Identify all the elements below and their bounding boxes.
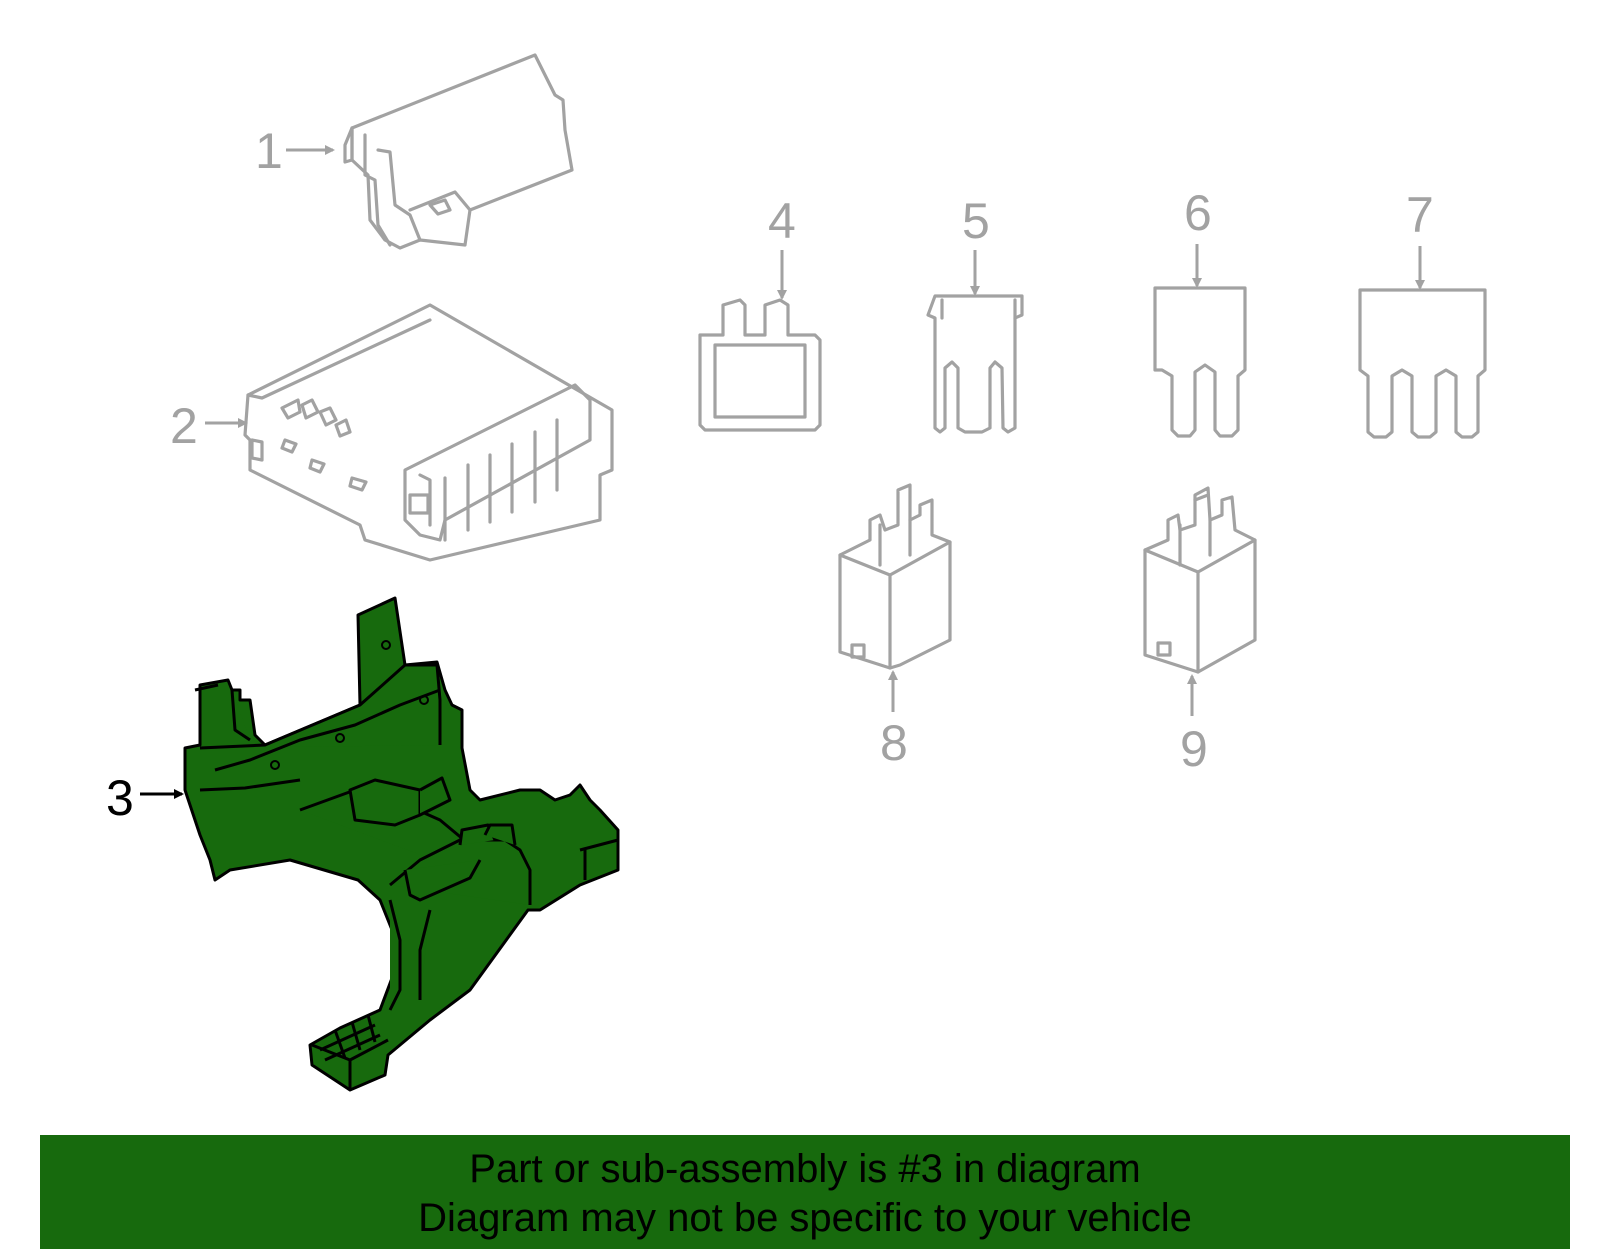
- callout-2[interactable]: 2: [170, 398, 198, 454]
- part-4-fuse[interactable]: [698, 298, 822, 432]
- callout-4[interactable]: 4: [768, 193, 796, 249]
- part-2-fuse-box[interactable]: [243, 303, 614, 562]
- callout-7[interactable]: 7: [1406, 187, 1434, 243]
- callout-5[interactable]: 5: [962, 193, 990, 249]
- callout-1[interactable]: 1: [255, 123, 283, 179]
- callout-6[interactable]: 6: [1184, 185, 1212, 241]
- part-5-fuse[interactable]: [926, 294, 1024, 434]
- info-banner: Part or sub-assembly is #3 in diagram Di…: [40, 1135, 1570, 1249]
- part-8-relay[interactable]: [838, 483, 952, 670]
- part-6-fuse[interactable]: [1153, 286, 1247, 438]
- callout-9[interactable]: 9: [1180, 721, 1208, 777]
- banner-background: [40, 1135, 1570, 1249]
- banner-line-1: Part or sub-assembly is #3 in diagram: [469, 1147, 1141, 1191]
- part-3-bracket[interactable]: [183, 596, 620, 1092]
- part-9-relay[interactable]: [1143, 486, 1257, 674]
- part-1-cover[interactable]: [343, 53, 574, 250]
- banner-line-2: Diagram may not be specific to your vehi…: [418, 1196, 1192, 1240]
- part-7-fuse[interactable]: [1358, 288, 1487, 439]
- callout-8[interactable]: 8: [880, 715, 908, 771]
- callout-3[interactable]: 3: [106, 770, 134, 826]
